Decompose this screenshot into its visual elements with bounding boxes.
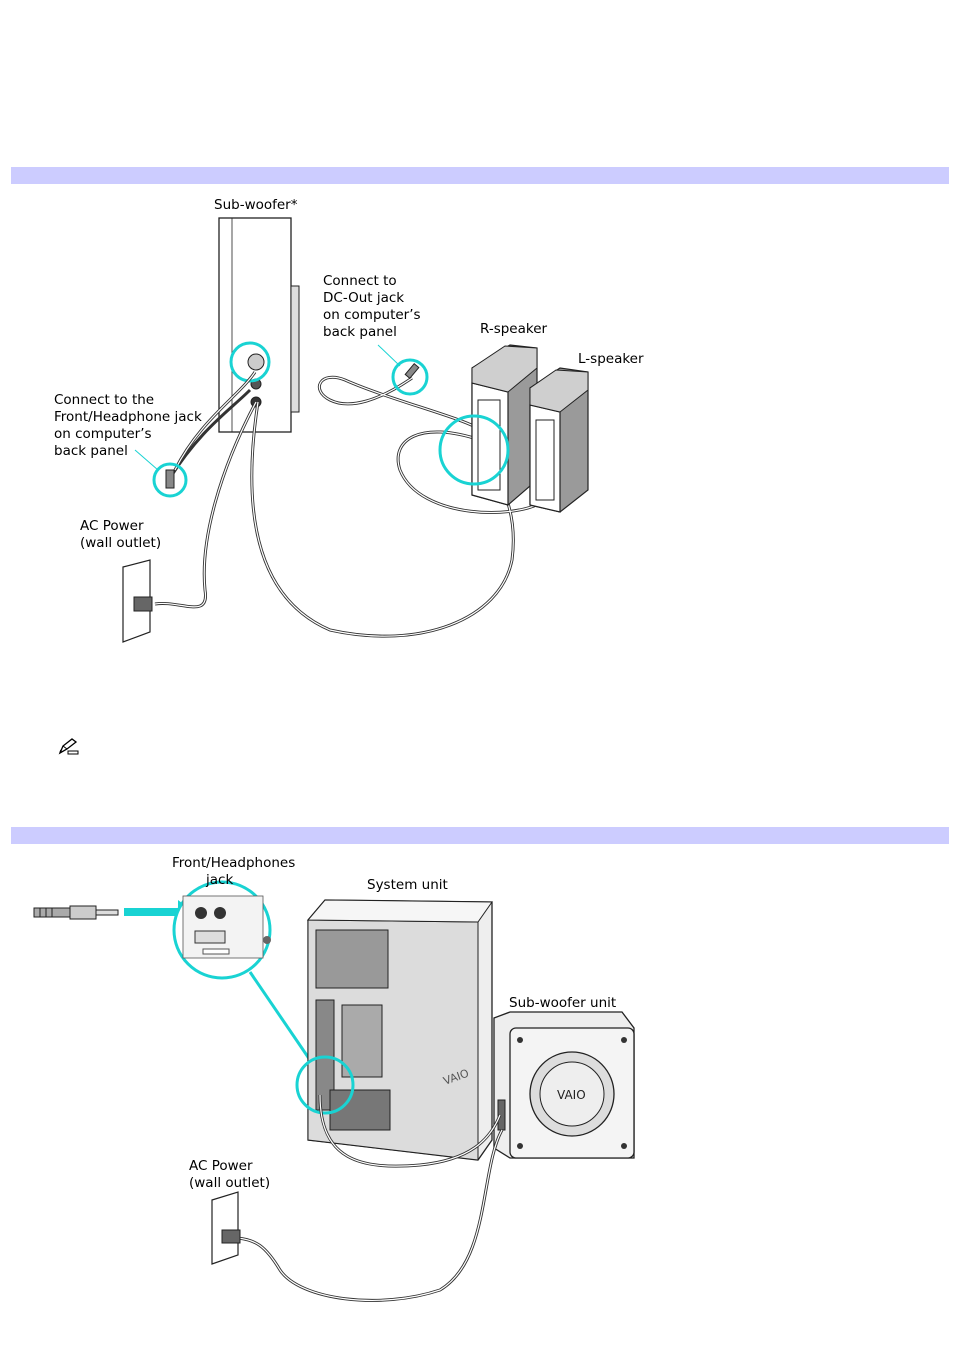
label-front-line-3: on computer’s (54, 426, 152, 442)
label-system-unit: System unit (367, 877, 448, 893)
label-r-speaker: R-speaker (480, 321, 548, 337)
label-dc-out-line-1: Connect to (323, 273, 397, 289)
label-front-line-1: Connect to the (54, 392, 154, 408)
audio-plug (34, 906, 118, 919)
back-panel-zoom (174, 882, 310, 1060)
r-speaker-illustration (472, 345, 537, 505)
system-unit-illustration: VAIO (297, 900, 492, 1160)
label-front-headphones-1: Front/Headphones (172, 855, 295, 871)
label-ac-power-fig2-1: AC Power (189, 1158, 253, 1174)
figure-speaker-connections: Sub-woofer* Connect to DC-Out jack on co… (54, 197, 644, 642)
figure-subwoofer-system-connection: VAIO VAIO (34, 855, 634, 1300)
vaio-logo-subwoofer: VAIO (557, 1088, 586, 1102)
label-ac-power-2: (wall outlet) (80, 535, 161, 551)
label-dc-out-line-3: on computer’s (323, 307, 421, 323)
label-dc-out-line-4: back panel (323, 324, 397, 340)
wall-outlet-2 (212, 1192, 240, 1264)
label-ac-power-fig2-2: (wall outlet) (189, 1175, 270, 1191)
label-subwoofer: Sub-woofer* (214, 197, 298, 213)
wall-outlet-1 (123, 560, 152, 642)
label-dc-out-line-2: DC-Out jack (323, 290, 404, 306)
label-front-headphones-2: jack (205, 872, 233, 888)
l-speaker-illustration (530, 368, 588, 512)
label-ac-power-1: AC Power (80, 518, 144, 534)
front-headphone-plug (135, 450, 186, 496)
label-front-line-4: back panel (54, 443, 128, 459)
dc-out-plug (378, 345, 427, 394)
subwoofer-unit-illustration: VAIO (494, 1012, 634, 1158)
label-subwoofer-unit: Sub-woofer unit (509, 995, 616, 1011)
label-front-line-2: Front/Headphone jack (54, 409, 202, 425)
label-l-speaker: L-speaker (578, 351, 644, 367)
